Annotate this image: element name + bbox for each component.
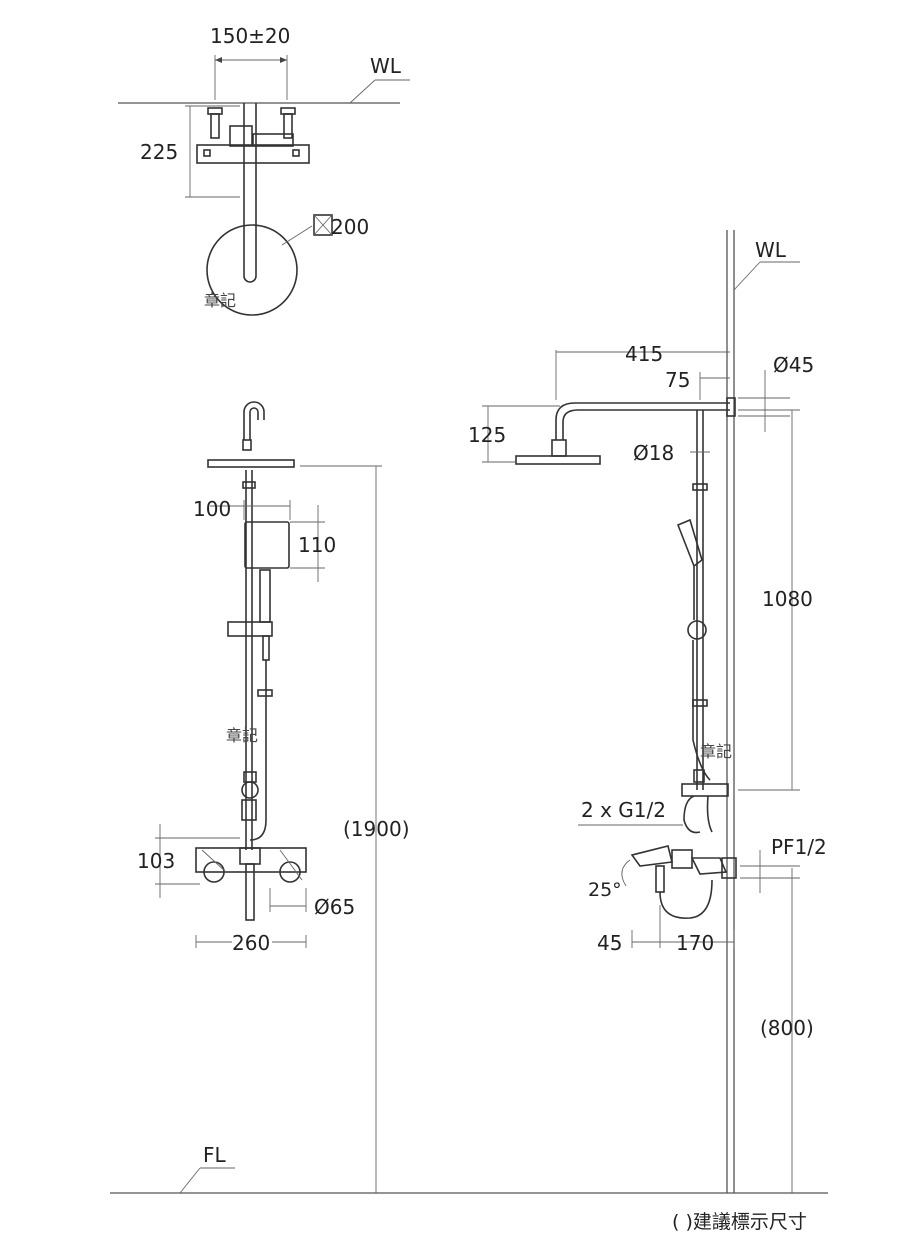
riser-height-dim: 1080 (762, 587, 813, 611)
top-wall-label: WL (370, 54, 402, 78)
arm-length-dim: 415 (625, 342, 663, 366)
top-watermark: 章記 (204, 291, 236, 310)
angle-dim: 25° (588, 879, 622, 901)
top-width-dim: 150±20 (210, 24, 290, 48)
handset-width-dim: 100 (193, 497, 231, 521)
front-watermark: 章記 (226, 726, 258, 745)
inlet-dim: 2 x G1/2 (581, 798, 666, 822)
total-height-dim: (1900) (343, 817, 410, 841)
side-watermark: 章記 (700, 742, 732, 761)
mixer-height-dim: 103 (137, 849, 175, 873)
outlet-dim: Ø65 (314, 895, 355, 919)
floor-label: FL (203, 1143, 227, 1167)
spout-length-dim: 170 (676, 931, 714, 955)
flange-dim: Ø45 (773, 353, 814, 377)
side-wall-label: WL (755, 238, 787, 262)
connector-dim: PF1/2 (771, 835, 827, 859)
dimension-note: ( )建議標示尺寸 (672, 1211, 807, 1233)
top-depth-dim: 225 (140, 140, 178, 164)
pipe-dim: Ø18 (633, 441, 674, 465)
handset-height-dim: 110 (298, 533, 336, 557)
top-view: 150±20 WL 225 200 章記 (118, 24, 410, 316)
head-drop-dim: 125 (468, 423, 506, 447)
top-head-dim: 200 (331, 215, 369, 239)
mount-height-dim: (800) (760, 1016, 814, 1040)
spout-offset-dim: 45 (597, 931, 622, 955)
arm-offset-dim: 75 (665, 368, 690, 392)
floor: FL (110, 1143, 828, 1194)
front-view: 100 110 章記 (1900) 103 Ø65 260 (137, 401, 410, 1193)
side-view: WL 415 75 Ø45 125 Ø18 1080 章記 2 x G1/2 P… (468, 230, 827, 1193)
mixer-width-dim: 260 (232, 931, 270, 955)
